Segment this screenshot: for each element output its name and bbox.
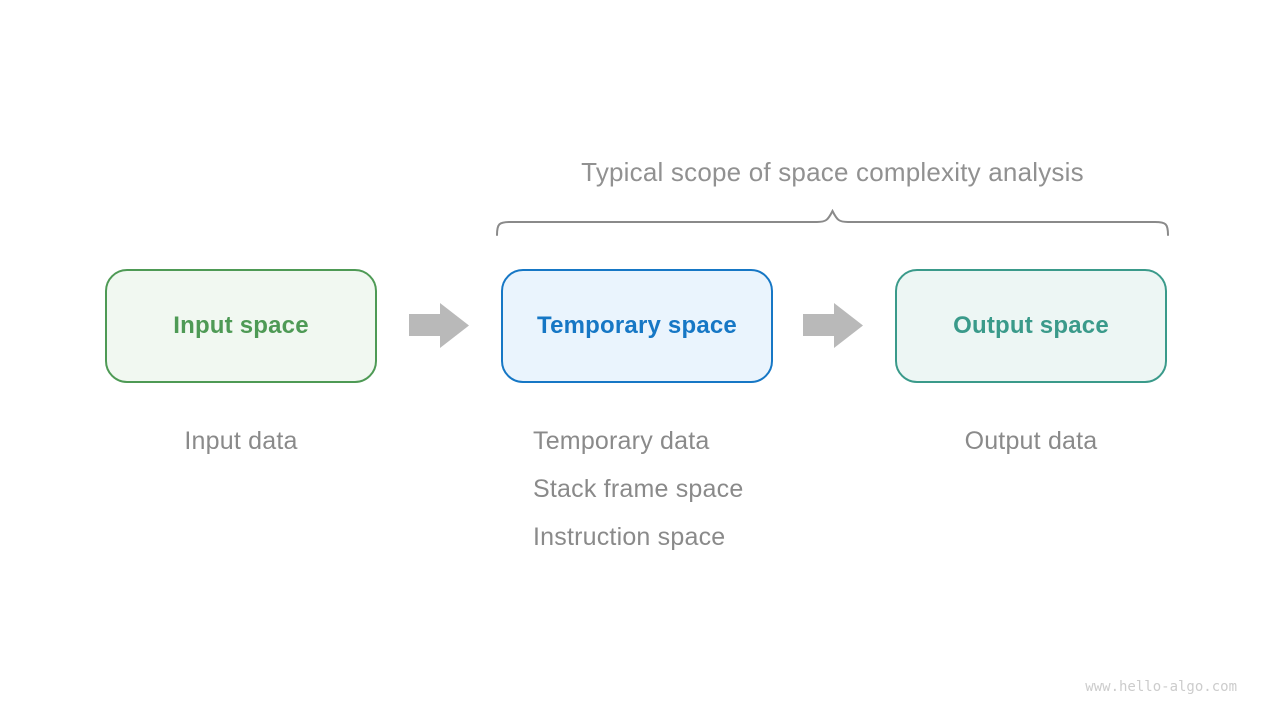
output-data-caption: Output data [964, 427, 1098, 455]
output-space-label: Output space [953, 312, 1109, 339]
arrow-right-icon [803, 303, 863, 348]
stack-frame-space-caption: Stack frame space [533, 475, 744, 503]
temporary-captions: Temporary data Stack frame space Instruc… [533, 427, 743, 571]
output-space-box: Output space [895, 269, 1167, 383]
instruction-space-caption: Instruction space [533, 523, 726, 551]
input-space-box: Input space [105, 269, 377, 383]
temporary-space-label: Temporary space [537, 312, 737, 339]
arrow-right-icon [409, 303, 469, 348]
input-space-label: Input space [173, 312, 309, 339]
scope-brace [496, 209, 1169, 236]
watermark: www.hello-algo.com [1085, 679, 1237, 695]
temporary-data-caption: Temporary data [533, 427, 710, 455]
temporary-space-box: Temporary space [501, 269, 773, 383]
input-data-caption: Input data [184, 427, 298, 455]
diagram-title: Typical scope of space complexity analys… [581, 157, 1084, 187]
